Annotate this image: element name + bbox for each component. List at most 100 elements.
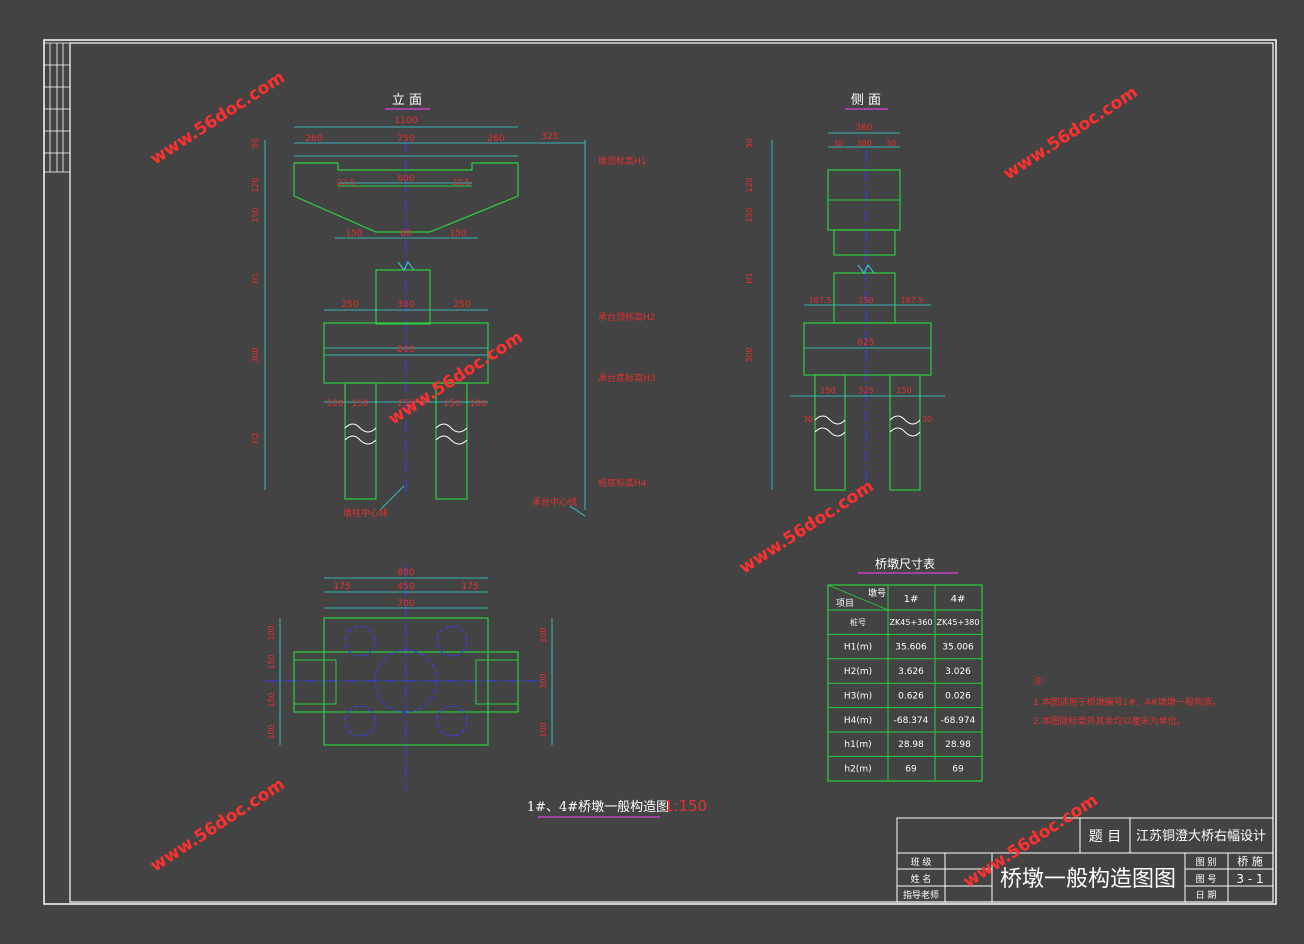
table-row-value-4: 35.006 [942,643,974,653]
drawing-name: 桥墩一般构造图图 [1000,867,1176,892]
type-value: 桥 施 [1237,855,1263,868]
elev-dim-pile-e: 100 [469,399,486,409]
row-name-label: 姓 名 [911,873,932,885]
table-row-label: 桩号 [850,617,866,627]
elev-dim-pad-left: 22.5 [337,178,355,187]
level-h2: 承台顶标高H2 [598,311,656,323]
level-h3: 承台底标高H3 [598,372,656,384]
outer-frame [43,39,1277,905]
elev-dim-col-mid: 80 [400,229,412,239]
table-row-value-4: ZK45+380 [937,618,980,627]
elev-dim-offset: 325 [541,132,558,142]
table-row-value-4: 28.98 [945,740,971,750]
elev-left-h1: 50 [251,138,260,148]
elev-left-h6: H2 [251,432,260,443]
elevation-view: 立 面 1100 260 750 260 325 600 [251,93,656,519]
elev-dim-pad-right: 22.5 [452,178,470,187]
plan-dim-top-mid: 450 [397,582,414,592]
elev-dim-tie-left: 250 [341,300,358,310]
pile-center-label: 承台中心线 [532,496,577,508]
drawing-title: 1#、4#桥墩一般构造图 [527,799,669,815]
table-row-value-1: -68.374 [894,716,929,726]
table-row-value-1: 0.626 [898,691,924,701]
plan-left-c: 150 [267,692,276,707]
table-row-value-4: 69 [952,765,964,775]
pile-cap [323,322,489,384]
side-dim-tie-width: 625 [857,338,874,348]
side-pile-cap [803,322,932,376]
plan-column-circle [374,649,438,713]
side-dim-col-mid: 250 [858,296,873,305]
table-row-label: h1(m) [844,740,871,750]
elev-dim-cap-inner: 600 [397,174,414,184]
inner-frame [69,42,1274,903]
side-view: 侧 面 360 30 300 30 187.5 250 187.5 625 15… [745,93,945,491]
side-dim-pile-c: 150 [896,386,911,395]
watermark: www.56doc.com [147,774,289,876]
side-left-h1: 50 [745,138,754,148]
notes: 注: 1.本图适用于桥墩编号1#、4#墩墩一般构造。 2.本图除标高外其余均以厘… [1033,675,1221,727]
pile-left [344,382,377,500]
pile-right [435,382,468,500]
plan-pile-cap [323,617,489,746]
plan-left-b: 150 [267,654,276,669]
plan-dim-top-left: 175 [333,582,350,592]
pier-center-label: 墩柱中心线 [343,507,388,519]
number-label: 图 号 [1196,874,1217,885]
side-dim-top-left: 30 [833,139,843,148]
table-row-label: H3(m) [844,691,872,701]
table-row-label: H2(m) [844,667,872,677]
table-col-4: 4# [951,594,966,605]
table-col-1: 1# [904,594,919,605]
elev-dim-tie-right: 250 [453,300,470,310]
notes-line-1: 1.本图适用于桥墩编号1#、4#墩墩一般构造。 [1033,696,1221,708]
title-block [896,817,1274,903]
elev-left-h5: 300 [251,347,260,362]
number-value: 3 - 1 [1236,872,1263,886]
side-dim-col-left: 187.5 [809,296,832,305]
elev-dim-pile-b: 150 [351,399,368,409]
side-title: 侧 面 [851,93,881,108]
plan-left-d: 100 [267,724,276,739]
side-dim-top-right: 30 [886,139,896,148]
elev-dim-top-total: 1100 [395,116,418,126]
plan-right-c: 100 [539,722,548,737]
pier-column [375,269,431,325]
table-header-item: 项目 [836,598,854,609]
plan-dim-inner: 700 [397,599,414,609]
subject-label: 题 目 [1089,829,1121,845]
table-row-value-1: 35.606 [895,643,927,653]
plan-dim-top-right: 175 [461,582,478,592]
subject-value: 江苏铜澄大桥右幅设计 [1136,828,1266,844]
plan-right-b: 300 [539,673,548,688]
side-left-h3: 150 [745,207,754,222]
elev-left-h2: 120 [251,177,260,192]
table-row-value-1: 3.626 [898,667,924,677]
elev-dim-col-right: 150 [449,229,466,239]
elev-dim-pile-a: 100 [326,399,343,409]
table-row-label: H4(m) [844,716,872,726]
side-left-h5: 300 [745,347,754,362]
side-dim-top-mid: 300 [856,139,871,148]
elev-left-h3: 150 [251,207,260,222]
table-row-value-1: ZK45+360 [890,618,933,627]
elev-dim-top-mid: 750 [397,134,414,144]
side-dim-pile-b: 325 [858,386,873,395]
table-header-no: 墩号 [868,587,886,599]
watermark: www.56doc.com [736,476,878,578]
side-dim-pile-d2: 30 [922,415,932,424]
elev-dim-tie-mid: 300 [397,300,414,310]
elev-left-h4: H1 [251,272,260,283]
side-left-h4: H1 [745,272,754,283]
table-row-label: H1(m) [844,643,872,653]
type-label: 图 别 [1196,857,1217,868]
date-label: 日 期 [1196,890,1217,901]
side-dim-pile-d1: 30 [803,415,813,424]
level-h1: 墩顶标高H1 [598,155,647,167]
cap-beam [293,162,519,233]
plan-right-a: 100 [539,627,548,642]
plan-view: 800 175 450 175 700 100 150 150 100 100 … [265,565,553,790]
side-dim-top-total: 360 [855,123,872,133]
watermark: www.56doc.com [147,67,289,169]
